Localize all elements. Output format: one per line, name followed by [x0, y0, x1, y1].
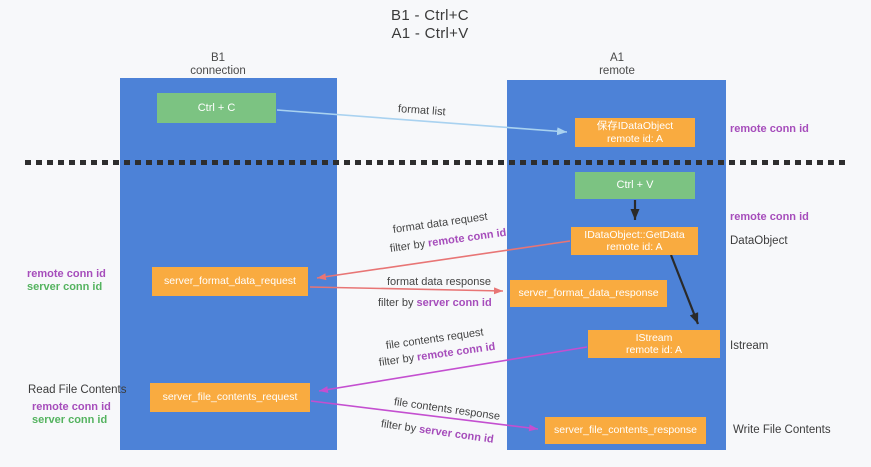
node-ctrl-c-label: Ctrl + C	[197, 101, 236, 114]
node-server-file-contents-request: server_file_contents_request	[150, 383, 310, 412]
edge-label-format-data-response: format data response	[387, 276, 491, 288]
node-server-format-data-request-label: server_format_data_request	[164, 275, 296, 288]
label-remote-conn-id-right-top: remote conn id	[730, 123, 809, 135]
node-ctrl-c: Ctrl + C	[157, 93, 276, 123]
column-left-role: connection	[190, 64, 246, 77]
node-server-format-data-response-label: server_format_data_response	[518, 287, 659, 300]
filter-key-server-conn-id: server conn id	[418, 423, 495, 446]
label-write-file-contents: Write File Contents	[733, 424, 831, 436]
node-save-idataobject: 保存IDataObject remote id: A	[575, 118, 695, 147]
node-ctrl-v: Ctrl + V	[575, 172, 695, 199]
diagram-title-line1: B1 - Ctrl+C	[391, 7, 469, 24]
node-istream-line2: remote id: A	[625, 344, 683, 356]
edge-label-file-contents-response: file contents response	[393, 396, 501, 423]
node-istream: IStream remote id: A	[588, 330, 720, 358]
label-istream: Istream	[730, 340, 769, 352]
label-read-file-contents: Read File Contents	[28, 384, 127, 396]
column-left-name: B1	[210, 52, 226, 64]
column-header-left: B1 connection	[158, 52, 278, 77]
filter-key-remote-conn-id: remote conn id	[427, 226, 508, 250]
edge-label-file-contents-response-filter: filter by server conn id	[380, 418, 494, 446]
filter-key-server-conn-id: server conn id	[416, 297, 492, 309]
filter-by-text: filter by	[389, 237, 429, 255]
label-remote-conn-id-left-top: remote conn id	[27, 268, 106, 280]
label-server-conn-id-left-top: server conn id	[27, 281, 103, 293]
node-istream-line1: IStream	[635, 331, 673, 344]
node-server-file-contents-request-label: server_file_contents_request	[162, 391, 298, 404]
label-remote-conn-id-left-bottom: remote conn id	[32, 401, 111, 413]
label-dataobject: DataObject	[730, 235, 788, 247]
filter-by-text: filter by	[378, 297, 417, 309]
diagram-title-line2: A1 - Ctrl+V	[391, 25, 469, 42]
edge-label-format-list: format list	[397, 103, 446, 119]
column-right-role: remote	[599, 64, 635, 77]
label-remote-conn-id-right-mid: remote conn id	[730, 211, 809, 223]
edge-label-format-data-response-filter: filter by server conn id	[378, 297, 492, 309]
node-idataobject-getdata-line1: IDataObject::GetData	[584, 228, 685, 241]
node-idataobject-getdata-line2: remote id: A	[606, 241, 663, 253]
node-server-file-contents-response-label: server_file_contents_response	[553, 424, 697, 437]
node-save-idataobject-line1: 保存IDataObject	[596, 120, 674, 132]
phase-separator-dashed-line	[25, 160, 845, 165]
node-ctrl-v-label: Ctrl + V	[616, 179, 654, 192]
node-idataobject-getdata: IDataObject::GetData remote id: A	[571, 227, 698, 255]
column-right-name: A1	[609, 52, 625, 64]
column-header-right: A1 remote	[557, 52, 677, 77]
filter-by-text: filter by	[378, 351, 418, 369]
node-save-idataobject-line2: remote id: A	[606, 132, 664, 145]
node-server-format-data-response: server_format_data_response	[510, 280, 667, 307]
label-server-conn-id-left-bottom: server conn id	[32, 414, 108, 426]
filter-by-text: filter by	[380, 418, 420, 436]
node-server-file-contents-response: server_file_contents_response	[545, 417, 706, 444]
node-server-format-data-request: server_format_data_request	[152, 267, 308, 296]
